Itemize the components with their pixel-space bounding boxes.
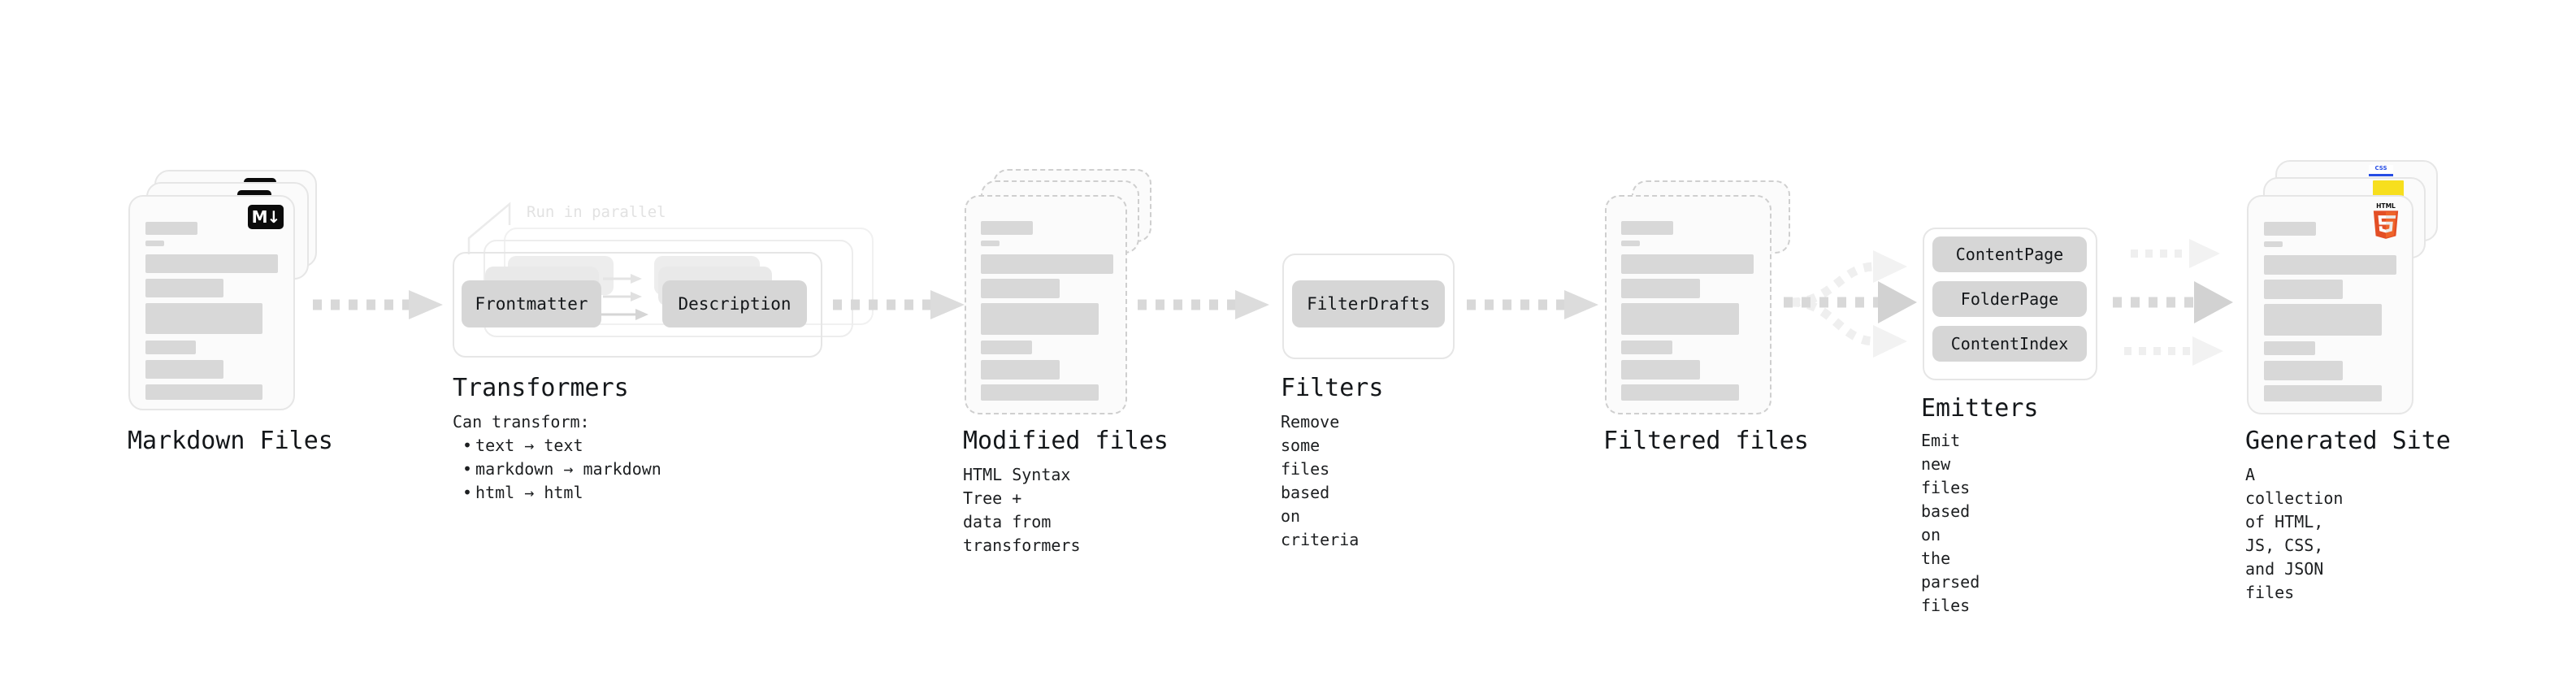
transformer-chip-frontmatter[interactable]: Frontmatter xyxy=(462,280,601,327)
skeleton-block xyxy=(1621,279,1700,298)
transformer-chip-description[interactable]: Description xyxy=(662,280,807,327)
skeleton-block xyxy=(145,254,278,273)
transformers-bullets: Can transform: • text → text • markdown … xyxy=(453,410,661,505)
skeleton-block xyxy=(1621,360,1700,380)
css-icon-bar xyxy=(2369,174,2393,176)
markdown-icon: M↓ xyxy=(248,205,284,229)
skeleton-title xyxy=(2264,222,2316,236)
connector-markdown-to-transformers xyxy=(313,290,443,319)
skeleton-block xyxy=(145,340,196,354)
skeleton-block xyxy=(1621,384,1739,401)
skeleton-block xyxy=(2264,255,2396,275)
skeleton-block xyxy=(1621,340,1672,354)
filtered-files-title: Filtered files xyxy=(1603,427,1809,455)
emitter-chip-contentindex-label: ContentIndex xyxy=(1950,334,2069,354)
transformers-bullet-0-label: text → text xyxy=(475,436,583,455)
transformer-chip-frontmatter-label: Frontmatter xyxy=(475,294,588,314)
skeleton-block xyxy=(981,279,1060,298)
emitter-chip-folderpage-label: FolderPage xyxy=(1960,289,2059,309)
transformers-bullet-0: • text → text xyxy=(453,434,661,458)
parallel-brace xyxy=(467,202,511,254)
transformers-bullet-1-label: markdown → markdown xyxy=(475,459,661,479)
connector-filtered-to-emitters xyxy=(1784,250,1917,358)
skeleton-block xyxy=(981,303,1099,335)
skeleton-block xyxy=(981,340,1032,354)
markdown-icon-label: M↓ xyxy=(251,207,281,227)
transformer-chip-description-label: Description xyxy=(678,294,791,314)
modified-files-title: Modified files xyxy=(963,427,1169,455)
transformers-intro: Can transform: xyxy=(453,412,590,432)
skeleton-block xyxy=(145,303,262,334)
parallel-label: Run in parallel xyxy=(527,203,666,221)
js-icon xyxy=(2373,180,2404,197)
html5-icon: HTML xyxy=(2373,203,2399,239)
bullet-dot: • xyxy=(453,436,473,455)
svg-text:HTML: HTML xyxy=(2376,203,2396,210)
generated-site-description: A collection of HTML, JS, CSS, and JSON … xyxy=(2245,465,2344,602)
skeleton-block xyxy=(2264,341,2315,355)
skeleton-block xyxy=(981,360,1060,380)
emitters-description: Emit new files based on the parsed files xyxy=(1921,431,1980,615)
transformers-bullet-2: • html → html xyxy=(453,481,661,505)
css-icon: CSS xyxy=(2369,165,2393,176)
emitter-chip-contentpage-label: ContentPage xyxy=(1955,245,2064,264)
skeleton-block xyxy=(1621,254,1754,274)
emitter-chip-contentindex[interactable]: ContentIndex xyxy=(1932,326,2087,362)
skeleton-block xyxy=(2264,304,2382,336)
skeleton-block xyxy=(145,360,223,379)
skeleton-title xyxy=(981,221,1033,235)
skeleton-block xyxy=(981,384,1099,401)
bullet-dot: • xyxy=(453,459,473,479)
emitter-chip-contentpage[interactable]: ContentPage xyxy=(1932,236,2087,272)
transformer-inner-arrows xyxy=(593,274,648,320)
emitters-title: Emitters xyxy=(1921,394,2039,423)
skeleton-block xyxy=(2264,361,2343,380)
modified-files-description: HTML Syntax Tree + data from transformer… xyxy=(963,465,1081,555)
filters-description: Remove some files based on criteria xyxy=(1281,412,1360,549)
bullet-dot: • xyxy=(453,483,473,502)
skeleton-block xyxy=(981,254,1113,274)
skeleton-block xyxy=(145,384,262,400)
filters-title: Filters xyxy=(1281,374,1384,402)
transformers-title: Transformers xyxy=(453,374,629,402)
markdown-files-title: Markdown Files xyxy=(128,427,333,455)
skeleton-block xyxy=(1621,303,1739,335)
emitters-box xyxy=(1923,228,2097,380)
transformers-bullet-2-label: html → html xyxy=(475,483,583,502)
connector-emitters-to-site xyxy=(2113,239,2233,366)
connector-modified-to-filters xyxy=(1138,290,1269,319)
filter-chip-filterdrafts-label: FilterDrafts xyxy=(1307,294,1430,314)
skeleton-title xyxy=(145,222,197,235)
css-icon-label: CSS xyxy=(2374,165,2387,171)
connector-filters-to-filtered xyxy=(1467,290,1598,319)
skeleton-subtitle xyxy=(2264,241,2283,247)
filters-box xyxy=(1282,254,1455,359)
skeleton-block xyxy=(2264,280,2343,299)
transformers-bullet-1: • markdown → markdown xyxy=(453,458,661,481)
skeleton-subtitle xyxy=(145,241,164,246)
connector-transformers-to-modified xyxy=(833,290,965,319)
emitter-chip-folderpage[interactable]: FolderPage xyxy=(1932,281,2087,317)
skeleton-title xyxy=(1621,221,1673,235)
filter-chip-filterdrafts[interactable]: FilterDrafts xyxy=(1292,280,1445,327)
skeleton-subtitle xyxy=(981,241,1000,246)
generated-site-title: Generated Site xyxy=(2245,427,2451,455)
skeleton-block xyxy=(2264,385,2382,401)
skeleton-subtitle xyxy=(1621,241,1640,246)
skeleton-block xyxy=(145,279,223,297)
transformers-box-front xyxy=(453,252,822,358)
